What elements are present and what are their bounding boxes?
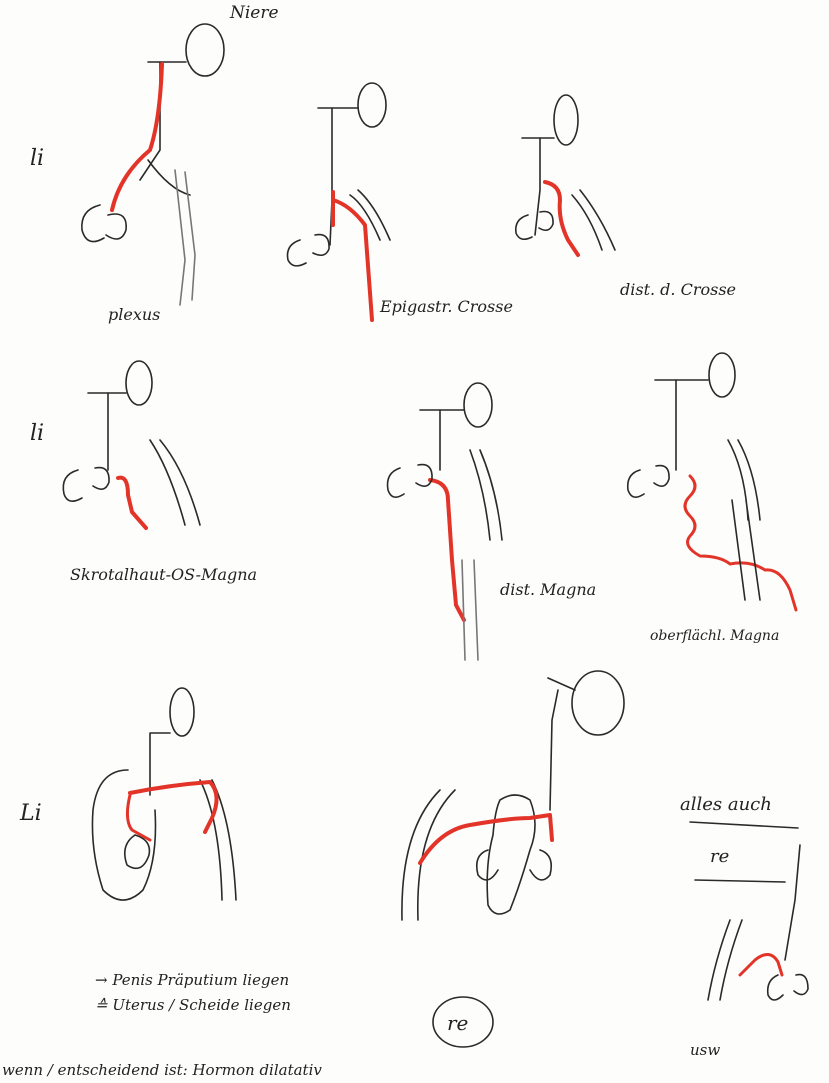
testis-shape (288, 235, 330, 266)
underline (690, 822, 798, 828)
kidney-shape (572, 671, 624, 735)
caption-epigastric-crosse: Epigastr. Crosse (379, 297, 513, 316)
red-highlight (545, 182, 578, 255)
diagram-epigastric-crosse (288, 83, 391, 320)
side-label-li: li (30, 146, 44, 171)
testis-shape (628, 466, 669, 498)
diagram-li-pelvic (92, 688, 236, 900)
underline (695, 880, 785, 882)
circled-re-text: re (447, 1011, 468, 1035)
kidney-shape (464, 383, 492, 427)
red-highlight (118, 478, 146, 528)
diagram-superficial-magna (628, 353, 796, 610)
kidney-shape (126, 361, 152, 405)
testis-shape (63, 468, 109, 502)
vein-line (535, 138, 540, 235)
vessel-line (572, 190, 615, 250)
vein-line (785, 845, 800, 960)
red-highlight (112, 64, 162, 210)
vessel-line (708, 920, 742, 1000)
kidney-shape (186, 24, 224, 76)
diagram-re-small (708, 845, 808, 1000)
pelvic-organs (477, 795, 552, 914)
diagram-scrotal-magna (63, 361, 200, 528)
bottom-note: wenn / entscheidend ist: Hormon dilatati… (2, 1061, 322, 1079)
testis-shape (768, 975, 808, 1000)
vessel-line (462, 560, 478, 660)
vessel-line (150, 440, 200, 525)
testis-shape (388, 465, 433, 498)
kidney-shape (554, 95, 578, 145)
caption-distal-crosse: dist. d. Crosse (620, 280, 736, 299)
note-re: re (710, 846, 729, 867)
red-highlight (430, 480, 464, 620)
red-highlight (127, 795, 150, 840)
caption-superficial-magna: oberflächl. Magna (650, 628, 779, 644)
vessel-line (728, 440, 760, 600)
note-alles-auch: alles auch (680, 794, 772, 815)
side-label-li: Li (19, 801, 42, 826)
caption-distal-magna: dist. Magna (500, 580, 596, 599)
vein-branch (148, 160, 190, 195)
caption-scrotal-magna: Skrotalhaut-OS-Magna (70, 565, 257, 584)
diagram-plexus (82, 24, 224, 305)
caption-plexus: plexus (108, 305, 160, 324)
note-uterus: ≙ Uterus / Scheide liegen (95, 996, 291, 1014)
label-niere: Niere (229, 3, 279, 23)
note-penis: → Penis Präputium liegen (95, 971, 289, 989)
renal-vein (548, 678, 575, 810)
kidney-shape (709, 353, 735, 397)
note-usw: usw (690, 1041, 720, 1059)
side-label-li: li (30, 421, 44, 446)
testis-shape (82, 205, 126, 242)
diagram-pelvic-bridge (402, 671, 624, 920)
red-highlight (333, 192, 372, 320)
red-highlight (685, 476, 796, 610)
diagram-distal-magna (388, 383, 503, 660)
vessel-line (185, 172, 195, 300)
diagram-distal-crosse (516, 95, 615, 255)
kidney-shape (170, 688, 194, 736)
vessel-line (402, 790, 455, 920)
red-highlight (740, 954, 782, 975)
vessel-line (470, 450, 502, 540)
red-highlight (420, 815, 552, 863)
kidney-shape (358, 83, 386, 127)
